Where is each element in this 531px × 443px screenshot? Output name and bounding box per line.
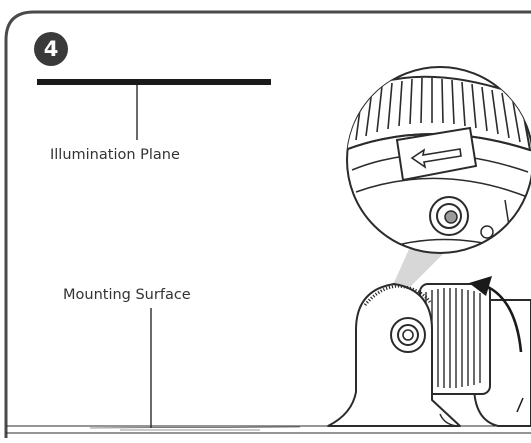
callout-detail xyxy=(347,75,531,251)
illumination-plane-label: Illumination Plane xyxy=(50,147,180,163)
mounting-surface xyxy=(6,425,531,434)
rotation-arrow-icon xyxy=(469,276,524,413)
mounting-surface-label: Mounting Surface xyxy=(63,287,191,303)
panel-frame xyxy=(4,10,531,438)
slide-arrow-icon xyxy=(395,126,478,182)
step-badge: 4 xyxy=(34,32,68,66)
callout-wedge xyxy=(392,247,445,292)
left-bracket xyxy=(327,283,461,427)
callout-screw xyxy=(429,196,494,239)
illumination-plane-bar xyxy=(37,79,271,85)
